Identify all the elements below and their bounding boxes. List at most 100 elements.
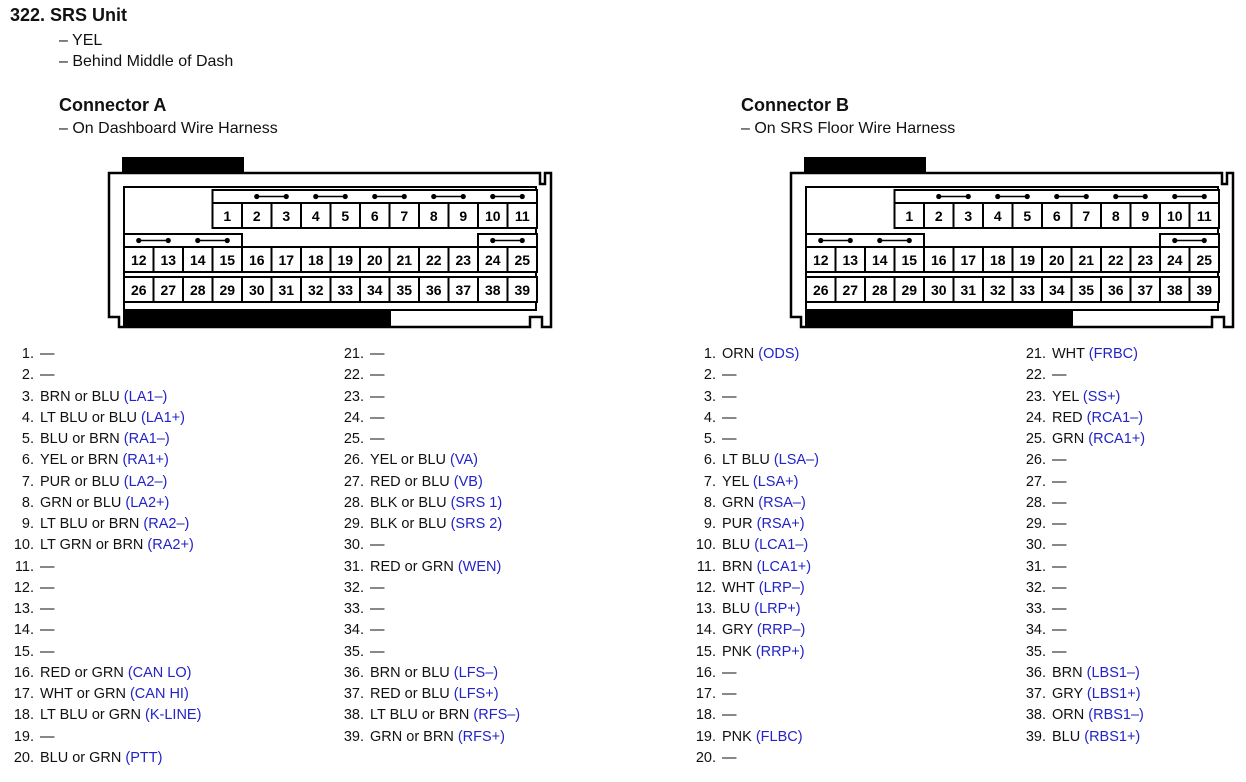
pin-number: 9. <box>703 516 716 532</box>
connector-a-pin-label: 28 <box>190 282 206 298</box>
connector-a-pin-label: 10 <box>485 208 501 224</box>
pin-row: 5.BLU or BRN (RA1–) <box>0 429 201 450</box>
wire-color: BRN or BLU <box>370 664 450 681</box>
pin-row: 14.GRY (RRP–) <box>682 620 819 641</box>
wire-color: — <box>40 601 55 617</box>
pin-row: 38.LT BLU or BRN (RFS–) <box>330 705 520 726</box>
pin-number: 39. <box>1025 728 1046 745</box>
connector-a-pin-label: 25 <box>514 252 530 268</box>
connector-b-cavity <box>923 276 955 303</box>
connector-a-cavity <box>388 202 420 229</box>
circuit-code: (LFS–) <box>449 664 499 681</box>
pin-number: 32. <box>343 579 364 596</box>
circuit-code: (RSA–) <box>754 494 806 511</box>
pin-number: 3. <box>21 388 34 405</box>
pin-row: 30.— <box>1012 535 1145 556</box>
connector-a-pin-label: 18 <box>308 252 324 268</box>
circuit-code: (LA2+) <box>121 494 170 511</box>
connector-b-shorting-dot <box>1201 193 1207 200</box>
connector-a-cavity <box>506 202 538 229</box>
pin-number: 4. <box>21 409 34 426</box>
circuit-code: (RRP–) <box>752 622 806 639</box>
connector-b-shorting-dot <box>1172 237 1178 244</box>
connector-b-cavity <box>952 246 984 273</box>
circuit-code: (LSA–) <box>769 452 819 469</box>
connector-b-cavity <box>1100 246 1132 273</box>
pin-row: 36.BRN (LBS1–) <box>1012 663 1145 684</box>
pin-number: 35. <box>343 643 364 660</box>
connector-a-pin-label: 2 <box>253 208 261 224</box>
connector-b-pin-label: 15 <box>901 252 917 268</box>
pin-number: 5. <box>703 431 716 447</box>
wire-color: LT GRN or BRN <box>40 537 144 554</box>
pin-row: 38.ORN (RBS1–) <box>1012 705 1145 726</box>
pin-number: 15. <box>695 643 716 660</box>
circuit-code: (K-LINE) <box>141 707 202 724</box>
connector-a-pin-label: 37 <box>455 282 471 298</box>
connector-b-bottom-rail <box>805 310 1073 327</box>
connector-a-pin-label: 16 <box>249 252 265 268</box>
pin-row: 39.GRN or BRN (RFS+) <box>330 727 520 748</box>
connector-a-pin-label: 5 <box>341 208 349 224</box>
circuit-code: (VA) <box>446 452 478 469</box>
connector-b-pin-label: 37 <box>1137 282 1153 298</box>
circuit-code: (LCA1+) <box>752 558 812 575</box>
connector-b-pin-list-1: 1.ORN (ODS)2.—3.—4.—5.—6.LT BLU (LSA–)7.… <box>682 344 819 769</box>
pin-number: 27. <box>1025 473 1046 490</box>
wire-color: — <box>722 431 737 447</box>
pin-number: 17. <box>695 686 716 702</box>
connector-a-pin-label: 11 <box>515 208 530 224</box>
wire-color: BRN or BLU <box>40 388 120 405</box>
connector-a-cavity <box>123 276 155 303</box>
pin-number: 6. <box>21 452 34 469</box>
wire-color: YEL <box>722 473 749 490</box>
pin-row: 5. — <box>682 429 819 450</box>
pin-number: 31. <box>1025 558 1046 575</box>
connector-b-cavity <box>805 246 837 273</box>
pin-number: 25. <box>343 431 364 447</box>
pin-number: 5. <box>21 431 34 447</box>
connector-b-pin-label: 21 <box>1078 252 1094 268</box>
pin-number: 18. <box>13 707 34 724</box>
circuit-code: (LA2–) <box>119 473 168 490</box>
pin-number: 26. <box>343 452 364 469</box>
connector-a-cavity <box>418 276 450 303</box>
connector-b-pin-label: 30 <box>931 282 947 298</box>
pin-row: 20.BLU or GRN (PTT) <box>0 748 201 769</box>
circuit-code: (RA1+) <box>118 452 169 469</box>
connector-a-cavity <box>418 202 450 229</box>
connector-b-pin-label: 32 <box>990 282 1006 298</box>
pin-row: 3.— <box>682 387 819 408</box>
pin-number: 24. <box>1025 409 1046 426</box>
connector-a-pin-label: 20 <box>367 252 383 268</box>
connector-a-cavity <box>506 246 538 273</box>
circuit-code: (SRS 2) <box>446 516 503 532</box>
pin-row: 1.— <box>0 344 201 365</box>
pin-row: 19.PNK (FLBC) <box>682 727 819 748</box>
pin-row: 34.— <box>1012 620 1145 641</box>
connector-a-shorting-dot <box>372 193 378 200</box>
wire-color: — <box>370 537 385 554</box>
connector-a-pin-label: 29 <box>219 282 235 298</box>
connector-a-pin-label: 39 <box>514 282 530 298</box>
connector-a-cavity <box>270 246 302 273</box>
connector-b-pin-label: 38 <box>1167 282 1183 298</box>
connector-a-cavity <box>447 202 479 229</box>
connector-b-location: – On SRS Floor Wire Harness <box>741 120 956 137</box>
pin-row: 33.— <box>330 599 520 620</box>
wire-color: BLU <box>722 601 751 617</box>
pin-number: 13. <box>695 601 716 617</box>
pin-number: 9. <box>21 516 34 532</box>
wire-color: ORN <box>722 346 755 362</box>
circuit-code: (RBS1–) <box>1084 707 1144 724</box>
pin-row: 9.PUR (RSA+) <box>682 514 819 535</box>
connector-b-pin-label: 14 <box>872 252 888 268</box>
circuit-code: (LRP+) <box>750 601 801 617</box>
connector-b-pin-label: 36 <box>1108 282 1124 298</box>
pin-number: 10. <box>695 537 716 554</box>
pin-row: 17.WHT or GRN (CAN HI) <box>0 684 201 705</box>
wire-color: — <box>722 409 737 426</box>
pin-number: 21. <box>1025 346 1046 362</box>
wire-color: — <box>370 367 385 384</box>
